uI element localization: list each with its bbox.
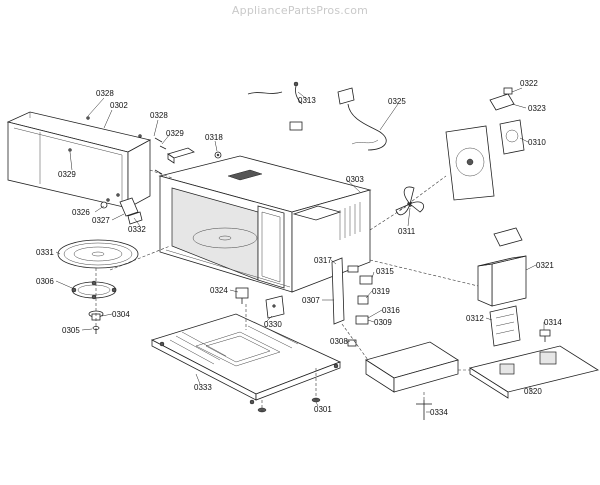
control-board-drawing xyxy=(468,345,600,399)
part-label-0320: 0320 xyxy=(524,387,542,396)
part-label-0306: 0306 xyxy=(36,277,54,286)
magnetron-drawing xyxy=(489,305,521,347)
latch-bracket-drawing xyxy=(331,257,359,325)
base-plate-drawing xyxy=(150,313,342,405)
part-label-0305: 0305 xyxy=(62,326,80,335)
part-label-0310: 0310 xyxy=(528,138,546,147)
switches-drawing xyxy=(347,275,373,347)
part-label-0330: 0330 xyxy=(264,320,282,329)
part-label-0312: 0312 xyxy=(466,314,484,323)
part-0330-drawing xyxy=(265,295,285,319)
part-label-0314: 0314 xyxy=(544,318,562,327)
part-label-0328a: 0328 xyxy=(96,89,114,98)
part-label-0324: 0324 xyxy=(210,286,228,295)
feet-drawing xyxy=(257,368,321,413)
part-label-0329b: 0329 xyxy=(58,170,76,179)
part-label-0309: 0309 xyxy=(374,318,392,327)
part-label-0334: 0334 xyxy=(430,408,448,417)
part-label-0311: 0311 xyxy=(398,227,416,236)
part-label-0332: 0332 xyxy=(128,225,146,234)
part-label-0326: 0326 xyxy=(72,208,90,217)
part-label-0308: 0308 xyxy=(330,337,348,346)
part-label-0319: 0319 xyxy=(372,287,390,296)
part-0334-drawing xyxy=(416,400,432,420)
turntable-tray-drawing xyxy=(57,239,139,269)
power-cord-drawing xyxy=(337,87,387,151)
outer-cabinet-drawing xyxy=(6,111,152,209)
part-label-0323: 0323 xyxy=(528,104,546,113)
transformer-drawing xyxy=(477,227,527,307)
fan-housing-drawing xyxy=(445,119,525,201)
part-label-0317: 0317 xyxy=(314,256,332,265)
cabinet-screws-drawing xyxy=(154,137,167,175)
part-label-0327: 0327 xyxy=(92,216,110,225)
part-label-0316: 0316 xyxy=(382,306,400,315)
part-label-0325: 0325 xyxy=(388,97,406,106)
part-label-0303: 0303 xyxy=(346,175,364,184)
part-label-0301: 0301 xyxy=(314,405,332,414)
motor-0324-drawing xyxy=(235,287,249,304)
bracket-0318-drawing xyxy=(167,147,222,164)
watermark: AppliancePartsPros.com xyxy=(231,4,369,17)
small-plates-drawing xyxy=(100,197,143,225)
part-label-0302: 0302 xyxy=(110,101,128,110)
part-label-0318: 0318 xyxy=(205,133,223,142)
wires-0313-drawing xyxy=(247,81,303,131)
oven-cavity-drawing xyxy=(158,155,372,293)
part-label-0333: 0333 xyxy=(194,383,212,392)
part-label-0321: 0321 xyxy=(536,261,554,270)
leader-lines xyxy=(55,87,545,413)
part-label-0313: 0313 xyxy=(298,96,316,105)
part-label-0331: 0331 xyxy=(36,248,54,257)
part-label-0322: 0322 xyxy=(520,79,538,88)
part-label-0307: 0307 xyxy=(302,296,320,305)
part-label-0315: 0315 xyxy=(376,267,394,276)
roller-ring-drawing xyxy=(71,280,117,300)
electrical-box-drawing xyxy=(365,341,459,393)
part-0314-drawing xyxy=(539,329,551,342)
part-label-0328b: 0328 xyxy=(150,111,168,120)
part-label-0304: 0304 xyxy=(112,310,130,319)
part-label-0329a: 0329 xyxy=(166,129,184,138)
part-0323-drawing xyxy=(489,87,515,111)
fan-blade-drawing xyxy=(395,186,424,216)
assembly-lines xyxy=(109,169,479,402)
